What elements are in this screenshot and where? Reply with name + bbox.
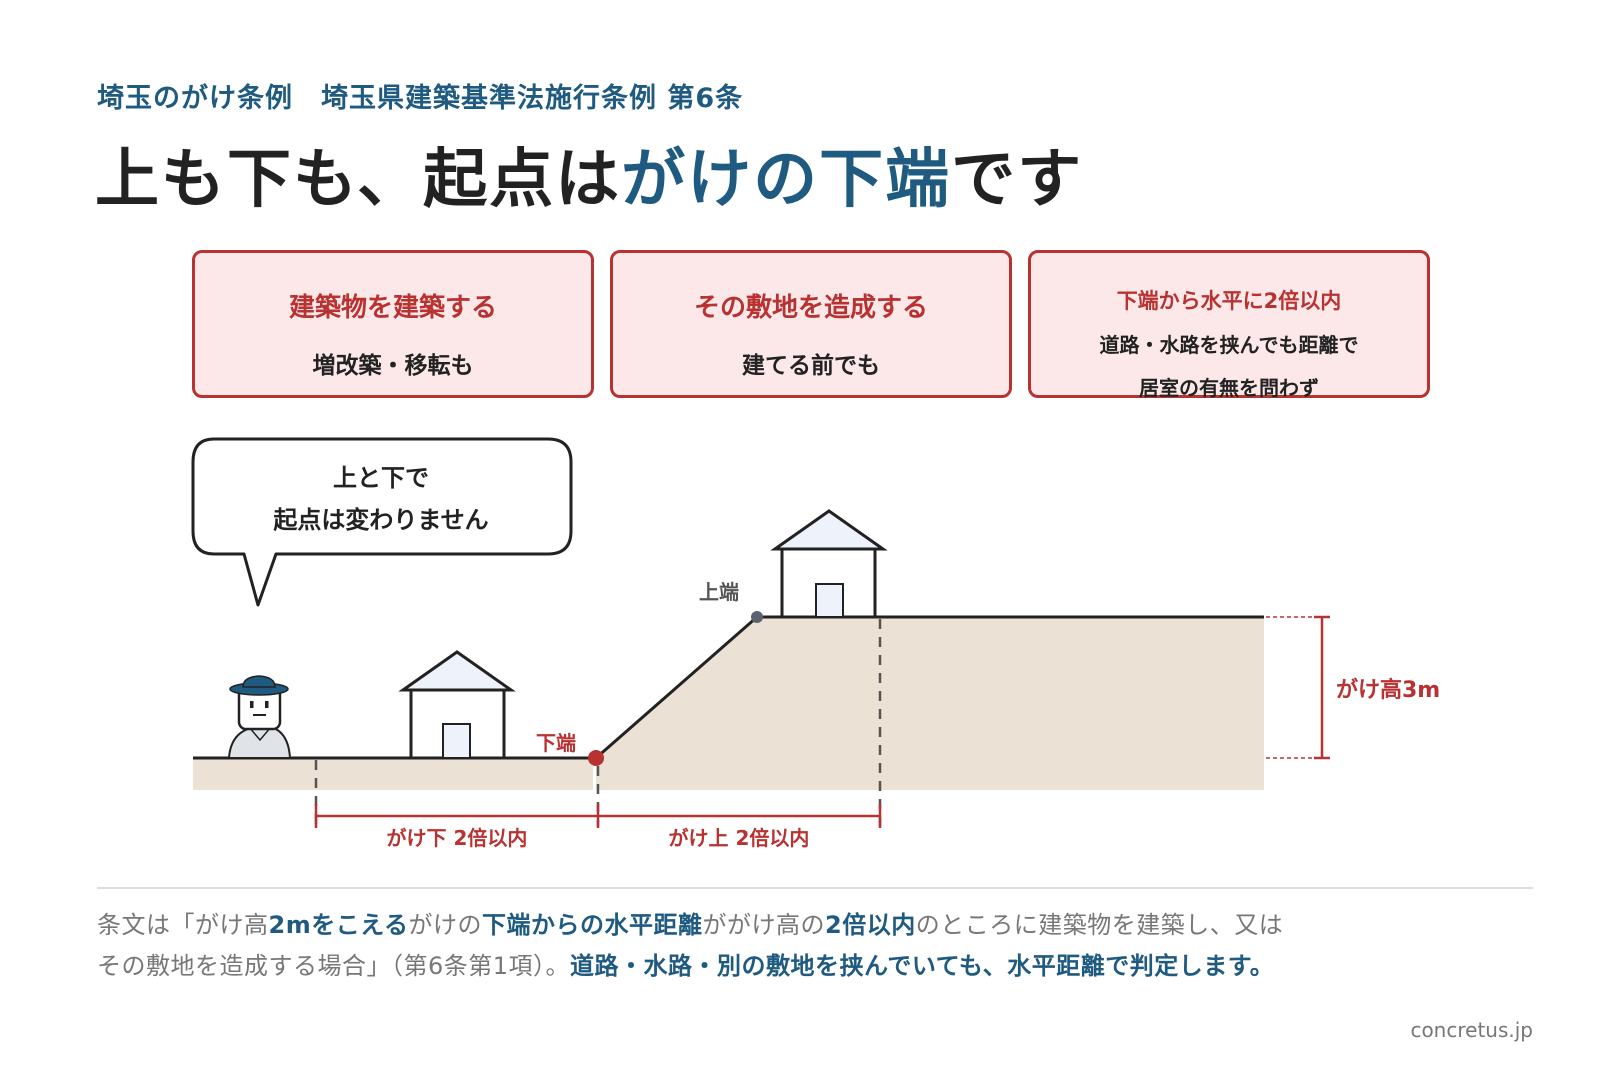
upper-edge-dot: [751, 611, 763, 623]
house-lower-icon: [398, 650, 516, 760]
page-title: 上も下も、起点はがけの下端です: [95, 128, 1083, 220]
box-heading: 建築物を建築する: [288, 293, 497, 323]
box-subtext: 増改築・移転も: [312, 353, 474, 379]
box-heading: 下端から水平に2倍以内: [1116, 289, 1342, 313]
house-upper-icon: [770, 509, 888, 619]
box-line: 道路・水路を挟んでも距離で: [1099, 333, 1359, 357]
divider: [97, 887, 1533, 889]
cliff-ground: [596, 617, 1264, 790]
bubble-line: 起点は変わりません: [273, 506, 489, 534]
condition-box-grading: その敷地を造成する 建てる前でも: [610, 250, 1012, 398]
bubble-line: 上と下で: [333, 464, 429, 492]
lower-edge-dot: [588, 750, 604, 766]
explanation-paragraph: 条文は「がけ高2mをこえるがけの下端からの水平距離ががけ高の2倍以内のところに建…: [97, 905, 1297, 987]
highlight-run: 下端からの水平距離: [482, 911, 703, 939]
distance-dimension: [314, 804, 882, 828]
title-part2: です: [951, 143, 1084, 217]
title-part1: 上も下も、起点は: [95, 143, 622, 217]
person-icon: [227, 675, 292, 759]
height-dimension: [1266, 615, 1330, 760]
title-accent: がけの下端: [621, 143, 952, 217]
below-range-label: がけ下 2倍以内: [386, 826, 528, 850]
box-subtext: 建てる前でも: [742, 353, 880, 379]
box-heading: その敷地を造成する: [693, 293, 928, 323]
speech-bubble: [191, 437, 573, 607]
source-credit: concretus.jp: [1410, 1018, 1533, 1042]
lower-ground: [193, 758, 593, 790]
condition-box-distance: 下端から水平に2倍以内 道路・水路を挟んでも距離で 居室の有無を問わず: [1028, 250, 1430, 400]
highlight-run: 2倍以内: [825, 911, 916, 939]
highlight-run: 道路・水路・別の敷地を挟んでいても、水平距離で判定します。: [570, 952, 1275, 980]
text-run: ががけ高の: [702, 911, 825, 939]
slope-line: [595, 615, 758, 760]
highlight-run: 2mをこえる: [268, 911, 409, 939]
text-run: 条文は「がけ高: [97, 911, 269, 939]
cliff-height-label: がけ高3m: [1336, 678, 1441, 703]
lower-edge-label: 下端: [536, 731, 576, 755]
upper-edge-label: 上端: [699, 580, 739, 604]
condition-box-build: 建築物を建築する 増改築・移転も: [192, 250, 594, 398]
box-line: 居室の有無を問わず: [1139, 376, 1319, 400]
text-run: のところに建築物を建築し、又はその敷地を造成する場合」（第6条第1項）。: [97, 911, 1284, 980]
text-run: がけの: [408, 911, 482, 939]
page-subtitle: 埼玉のがけ条例 埼玉県建築基準法施行条例 第6条: [97, 83, 744, 114]
above-range-label: がけ上 2倍以内: [668, 826, 810, 850]
